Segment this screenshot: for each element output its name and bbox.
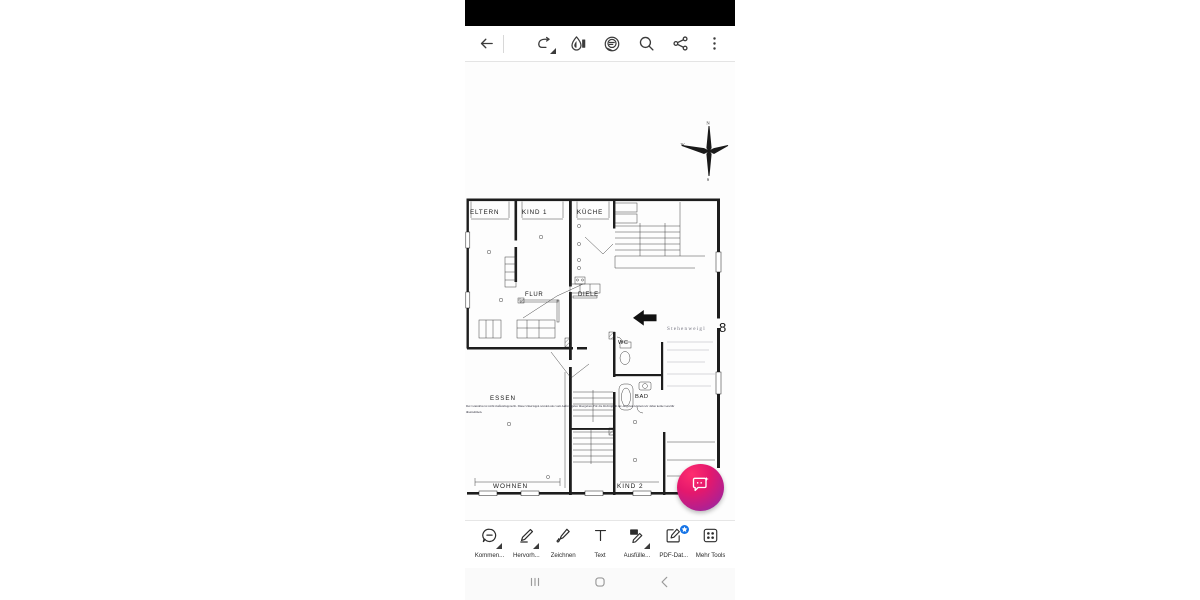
home-button[interactable] (589, 573, 611, 595)
tool-label: Kommen... (474, 552, 505, 559)
status-bar (465, 0, 735, 26)
redo-button[interactable] (531, 31, 557, 57)
compass-north-label: N (706, 121, 710, 126)
edit-pdf-icon (665, 527, 682, 549)
redo-arrow-icon (536, 36, 553, 51)
stamp-button[interactable] (599, 31, 625, 57)
search-button[interactable] (633, 31, 659, 57)
ai-assistant-fab[interactable] (677, 464, 724, 511)
tool-label: Mehr Tools (695, 552, 726, 559)
tool-text[interactable]: Text (582, 527, 619, 559)
annotation-toolbar: Kommen... Hervorh... (465, 520, 735, 568)
tool-label: PDF-Dat... (659, 552, 689, 559)
tool-zeichnen[interactable]: Zeichnen (545, 527, 582, 559)
tool-label: Zeichnen (550, 552, 576, 559)
comment-icon (481, 527, 498, 549)
draw-pen-icon-wrap (551, 527, 575, 549)
chevron-down-icon (533, 543, 540, 549)
ink-droplet-icon (569, 35, 587, 53)
overflow-menu-button[interactable] (701, 31, 727, 57)
tool-hervorheben[interactable]: Hervorh... (508, 527, 545, 559)
compass-rose-icon: N W S (681, 121, 729, 182)
stamp-circle-icon (603, 35, 621, 53)
text-t-icon (592, 527, 609, 549)
android-navigation-bar (465, 568, 735, 600)
tool-mehr-tools[interactable]: Mehr Tools (692, 527, 729, 559)
grid-apps-icon-wrap (699, 527, 723, 549)
pdf-page[interactable]: N W S (465, 62, 735, 520)
chevron-down-icon (496, 543, 503, 549)
fill-sign-icon (628, 527, 645, 549)
tool-kommentar[interactable]: Kommen... (471, 527, 508, 559)
recents-icon (528, 575, 542, 594)
back-arrow-icon (478, 35, 495, 52)
compass-west-label: W (681, 142, 686, 147)
back-chevron-icon (658, 575, 672, 594)
phone-viewport: N W S (465, 0, 735, 600)
room-label-eltern: ELTERN (470, 209, 499, 216)
floor-plan-drawing: ELTERN KIND 1 KÜCHE FLUR DIELE WC BAD ES… (465, 198, 726, 496)
room-label-wc: WC (618, 340, 629, 346)
plan-page-number: 8 (719, 320, 726, 335)
disclaimer-text: Der Grundriss ist nicht maßstabsgerecht.… (466, 404, 675, 415)
share-button[interactable] (667, 31, 693, 57)
room-label-kind2: KIND 2 (617, 483, 644, 490)
tool-label: Ausfülle... (623, 552, 651, 559)
view-direction-arrow (633, 310, 657, 326)
text-t-icon-wrap (588, 527, 612, 549)
premium-badge (679, 525, 689, 534)
more-vertical-icon (706, 35, 723, 52)
recents-button[interactable] (524, 573, 546, 595)
draw-pen-icon (555, 527, 572, 549)
room-label-diele: DIELE (578, 292, 599, 298)
tool-ausfuellen[interactable]: Ausfülle... (618, 527, 655, 559)
chevron-down-icon (550, 47, 556, 54)
room-label-kind1: KIND 1 (522, 209, 547, 216)
tool-label: Hervorh... (512, 552, 540, 559)
toolbar-divider (503, 34, 504, 53)
room-label-essen: ESSEN (490, 395, 516, 402)
document-viewport[interactable]: N W S (465, 62, 735, 520)
room-label-flur: FLUR (525, 292, 543, 298)
grid-apps-icon (702, 527, 719, 549)
room-label-kueche: KÜCHE (577, 209, 603, 216)
chevron-down-icon (643, 543, 650, 549)
share-icon (672, 35, 689, 52)
highlighter-icon (518, 527, 535, 549)
tool-pdf-datei[interactable]: PDF-Dat... (655, 525, 692, 559)
highlighter-icon-wrap (514, 527, 540, 549)
tool-label: Text (594, 552, 606, 559)
top-toolbar (465, 26, 735, 62)
comment-icon-wrap (477, 527, 503, 549)
back-button[interactable] (473, 31, 499, 57)
ai-chat-icon (691, 475, 711, 500)
plan-stamp-note: Stehenweigl (667, 326, 706, 332)
compass-south-label: S (707, 177, 710, 182)
room-label-wohnen: WOHNEN (493, 483, 528, 490)
room-label-bad: BAD (635, 394, 649, 400)
ink-button[interactable] (565, 31, 591, 57)
fill-sign-icon-wrap (625, 527, 650, 549)
home-icon (593, 575, 607, 594)
back-button-nav[interactable] (654, 573, 676, 595)
edit-pdf-icon-wrap (662, 525, 689, 549)
search-icon (638, 35, 655, 52)
